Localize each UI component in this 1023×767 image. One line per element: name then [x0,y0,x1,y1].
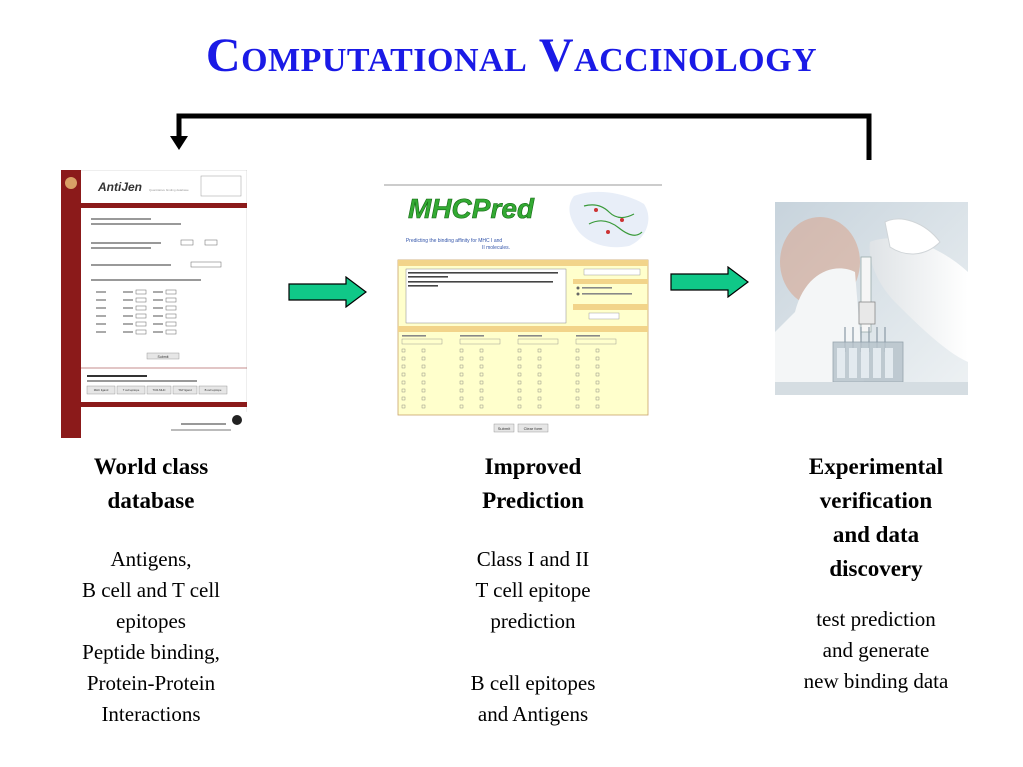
body-line: new binding data [803,669,949,693]
column-prediction-heading: Improved Prediction [418,450,648,518]
body-line: and Antigens [477,702,589,726]
heading-line: Experimental [808,454,944,479]
feedback-loop-arrow-icon [170,113,872,160]
lab-photo [775,202,968,395]
page-title: Computational Vaccinology [205,29,818,82]
column-experimental: Experimental verification and data disco… [766,450,986,697]
antijen-tab-tcell: T cell epitope [123,388,140,392]
body-line: prediction [490,609,576,633]
antijen-screenshot: AntiJen Quantitative binding database Su… [61,170,247,438]
body-line: and generate [822,638,930,662]
heading-line: verification [819,488,933,513]
body-line: Peptide binding, [82,640,220,664]
column-database: World class database Antigens, B cell an… [36,450,266,730]
mhcpred-tagline-line2: II molecules. [482,245,510,251]
body-line: epitopes [116,609,186,633]
body-line [418,637,648,668]
right-arrow-icon [670,266,749,298]
body-line: B cell epitopes [470,671,596,695]
body-line: T cell epitope [475,578,591,602]
right-arrow-icon [288,276,367,308]
column-database-heading: World class database [36,450,266,518]
mhcpred-tagline-line1: Predicting the binding affinity for MHC … [406,238,503,244]
column-prediction-body: Class I and II T cell epitope prediction… [418,544,648,730]
heading-line: and data [832,522,920,547]
mhcpred-logo: MHCPred [408,193,535,224]
column-database-body: Antigens, B cell and T cell epitopes Pep… [36,544,266,730]
body-line: Class I and II [476,547,590,571]
column-prediction: Improved Prediction Class I and II T cel… [418,450,648,730]
svg-text:Quantitative binding database: Quantitative binding database [149,188,189,192]
antijen-tab-tap: TAP ligand [178,388,192,392]
heading-line: database [107,488,195,513]
antijen-tab-mhc: MHC ligand [94,388,109,392]
mhcpred-screenshot: MHCPred Predicting the binding affinity … [384,184,662,436]
antijen-submit-label: Submit [158,355,169,359]
heading-line: Prediction [482,488,584,513]
body-line: test prediction [816,607,936,631]
mhcpred-submit-label: Submit [498,426,511,431]
column-experimental-heading: Experimental verification and data disco… [766,450,986,586]
body-line: B cell and T cell [81,578,221,602]
heading-line: Improved [484,454,582,479]
body-line: Protein-Protein [86,671,216,695]
body-line: Interactions [101,702,201,726]
column-experimental-body: test prediction and generate new binding… [766,604,986,697]
svg-text:AntiJen: AntiJen [97,180,142,194]
antijen-tab-tcr: TCR-MHC [152,388,165,392]
heading-line: World class [93,454,209,479]
antijen-tab-bcell: B cell epitope [205,388,222,392]
mhcpred-clear-label: Clear form [524,426,543,431]
heading-line: discovery [829,556,923,581]
body-line: Antigens, [110,547,192,571]
